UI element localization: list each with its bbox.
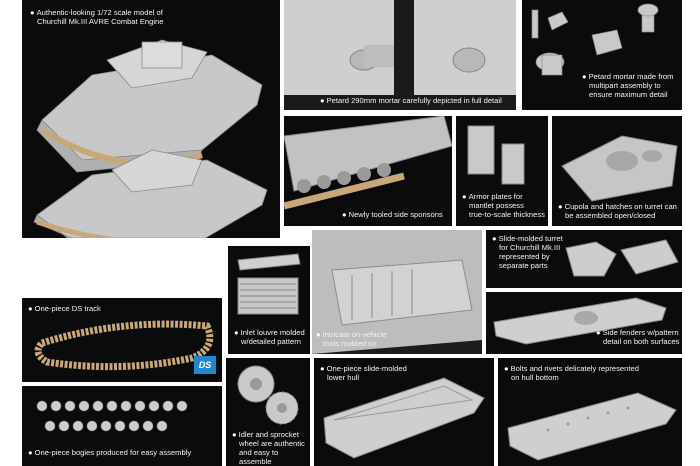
side-fenders-panel: ●Side fenders w/pattern detail on both s… (486, 292, 682, 354)
vehicle-tools-caption: ●Intricate on-vehicle tools molded on (316, 330, 387, 348)
side-sponsons-caption: ●Newly tooled side sponsons (342, 210, 443, 219)
bogies-caption: ●One-piece bogies produced for easy asse… (28, 448, 192, 457)
idler-sprocket-panel: ●Idler and sprocket wheel are authentic … (226, 358, 310, 466)
louvre-illustration (237, 253, 301, 315)
ds-logo: DS (194, 356, 216, 374)
tank-model-bottom (33, 149, 268, 238)
armor-plates-caption: ●Armor plates for mantlet possess true-t… (462, 192, 545, 219)
mortar-parts-illustration (531, 3, 659, 76)
petard-mortar-panel: ●Petard 290mm mortar carefully depicted … (284, 0, 516, 110)
part-bar (531, 9, 539, 39)
bogie-illustration (36, 400, 188, 432)
inlet-louvre-caption: ●Inlet louvre molded w/detailed pattern (234, 328, 305, 346)
armor-plates-panel: ●Armor plates for mantlet possess true-t… (456, 116, 548, 226)
sprocket-illustration (237, 365, 299, 425)
slide-turret-caption: ●Slide-molded turret for Churchill Mk.II… (492, 234, 563, 270)
ds-track-caption: ●One-piece DS track (28, 304, 101, 313)
fender-illustration (493, 297, 667, 345)
main-model-panel: ●Authentic-looking 1/72 scale model of C… (22, 0, 280, 238)
turret-parts-illustration (565, 239, 679, 277)
bogies-panel: ●One-piece bogies produced for easy asse… (22, 386, 222, 466)
cupola-illustration (561, 135, 678, 202)
sponson-illustration (284, 116, 452, 210)
mortar-multipart-caption: ●Petard mortar made from multipart assem… (582, 72, 674, 99)
bolts-rivets-panel: ●Bolts and rivets delicately represented… (498, 358, 682, 466)
hull-interior-panel: ●Intricate on-vehicle tools molded on (312, 230, 482, 354)
lower-hull-caption: ●One-piece slide-molded lower hull (320, 364, 407, 382)
hull-front-part-2 (414, 0, 516, 95)
slide-turret-panel: ●Slide-molded turret for Churchill Mk.II… (486, 230, 682, 288)
petard-mortar-caption: ●Petard 290mm mortar carefully depicted … (320, 96, 502, 105)
mortar-detail-illustration (284, 0, 516, 95)
ds-track-illustration (34, 320, 214, 371)
main-model-caption: ●Authentic-looking 1/72 scale model of C… (30, 8, 164, 26)
armor-plates-illustration (467, 125, 525, 185)
cupola-caption: ●Cupola and hatches on turret can be ass… (558, 202, 677, 220)
inlet-louvre-panel: ●Inlet louvre molded w/detailed pattern (228, 246, 310, 354)
lower-hull-panel: ●One-piece slide-molded lower hull (314, 358, 494, 466)
hull-interior-illustration (312, 230, 482, 354)
armor-plate-1 (467, 125, 495, 175)
bolts-rivets-caption: ●Bolts and rivets delicately represented… (504, 364, 639, 382)
side-fenders-caption: ●Side fenders w/pattern detail on both s… (596, 328, 680, 346)
track-loop (34, 320, 214, 371)
ds-track-panel: ●One-piece DS track DS (22, 298, 222, 382)
side-sponsons-panel: ●Newly tooled side sponsons (284, 116, 452, 226)
lower-hull-illustration (323, 377, 485, 459)
track-bottom (36, 219, 202, 238)
armor-plate-2 (501, 143, 525, 185)
cupola-panel: ●Cupola and hatches on turret can be ass… (552, 116, 682, 226)
mortar-multipart-panel: ●Petard mortar made from multipart assem… (522, 0, 682, 110)
idler-sprocket-caption: ●Idler and sprocket wheel are authentic … (232, 430, 305, 466)
tank-models-illustration (33, 39, 268, 238)
hull-bottom-illustration (507, 392, 677, 461)
